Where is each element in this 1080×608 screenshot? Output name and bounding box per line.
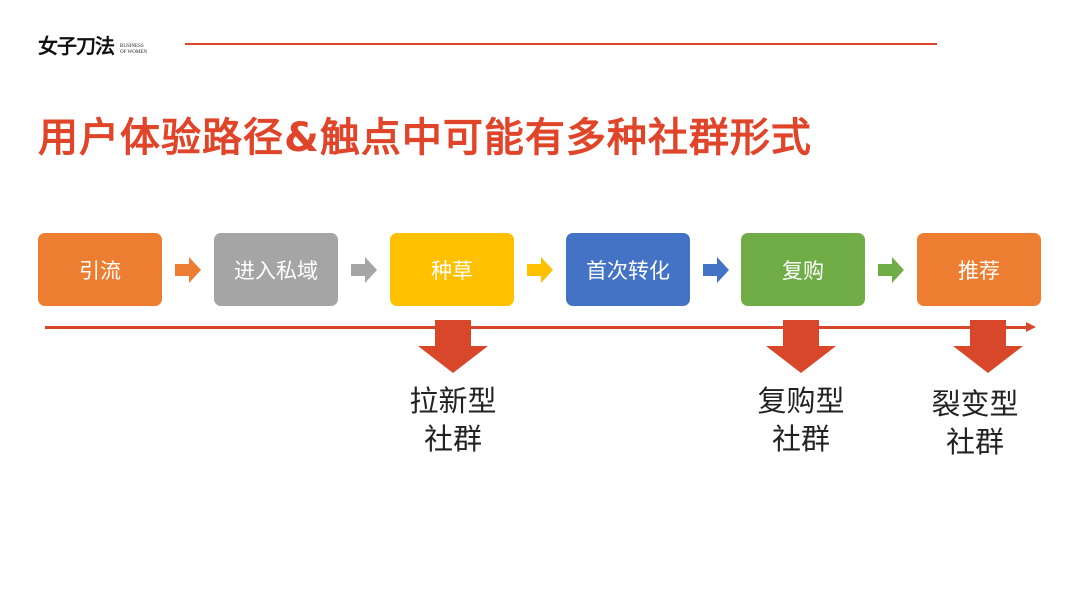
logo-en-2: OF WOMEN [120, 50, 147, 55]
timeline-arrowhead-icon [1026, 322, 1036, 332]
community-word: 社群 [945, 425, 1004, 459]
community-word: 社群 [771, 422, 830, 456]
right-arrow-icon [703, 257, 729, 283]
logo-text: 女子刀法 [38, 34, 115, 58]
right-arrow-icon [527, 257, 553, 283]
step-box: 首次转化 [566, 233, 690, 306]
step-box: 进入私域 [214, 233, 338, 306]
step-box: 推荐 [917, 233, 1041, 306]
community-type: 拉新型 [409, 384, 497, 418]
timeline-line [45, 326, 1030, 329]
community-label: 拉新型社群 [383, 382, 523, 458]
right-arrow-icon [175, 257, 201, 283]
page-title: 用户体验路径&触点中可能有多种社群形式 [38, 115, 812, 161]
community-label: 裂变型社群 [905, 385, 1045, 461]
step-box: 种草 [390, 233, 514, 306]
down-arrow-icon [418, 320, 488, 373]
logo-en-1: BUSINESS [120, 44, 144, 49]
community-word: 社群 [423, 422, 482, 456]
community-type: 裂变型 [931, 387, 1019, 421]
right-arrow-icon [351, 257, 377, 283]
header-divider [185, 43, 937, 45]
down-arrow-icon [766, 320, 836, 373]
step-box: 引流 [38, 233, 162, 306]
community-label: 复购型社群 [731, 382, 871, 458]
step-box: 复购 [741, 233, 865, 306]
community-type: 复购型 [757, 384, 845, 418]
right-arrow-icon [878, 257, 904, 283]
down-arrow-icon [953, 320, 1023, 373]
